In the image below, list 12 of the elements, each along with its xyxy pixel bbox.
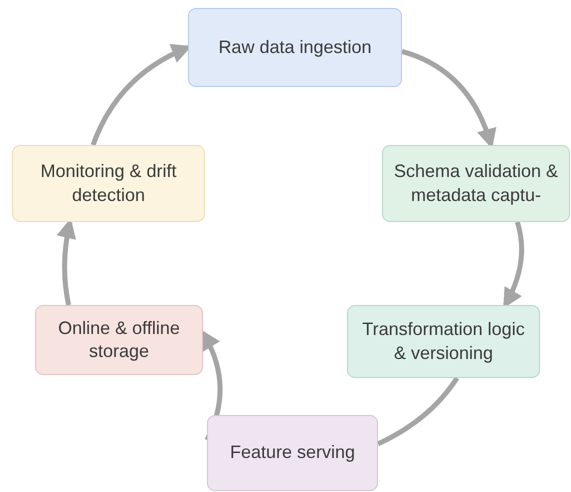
process-box	[12, 145, 205, 222]
process-box	[35, 305, 203, 375]
process-box	[382, 145, 570, 222]
process-box	[188, 8, 402, 87]
box-label: Schema validation & metadata captu-	[392, 160, 560, 207]
box-label: Online & offline storage	[57, 316, 181, 363]
box-label: Transformation logic & versioning	[361, 318, 526, 365]
box-label: Raw data ingestion	[218, 36, 372, 59]
process-box	[207, 415, 378, 491]
box-label: Monitoring & drift detection	[39, 160, 178, 206]
box-label: Feature serving	[230, 441, 356, 464]
process-box	[347, 305, 540, 378]
